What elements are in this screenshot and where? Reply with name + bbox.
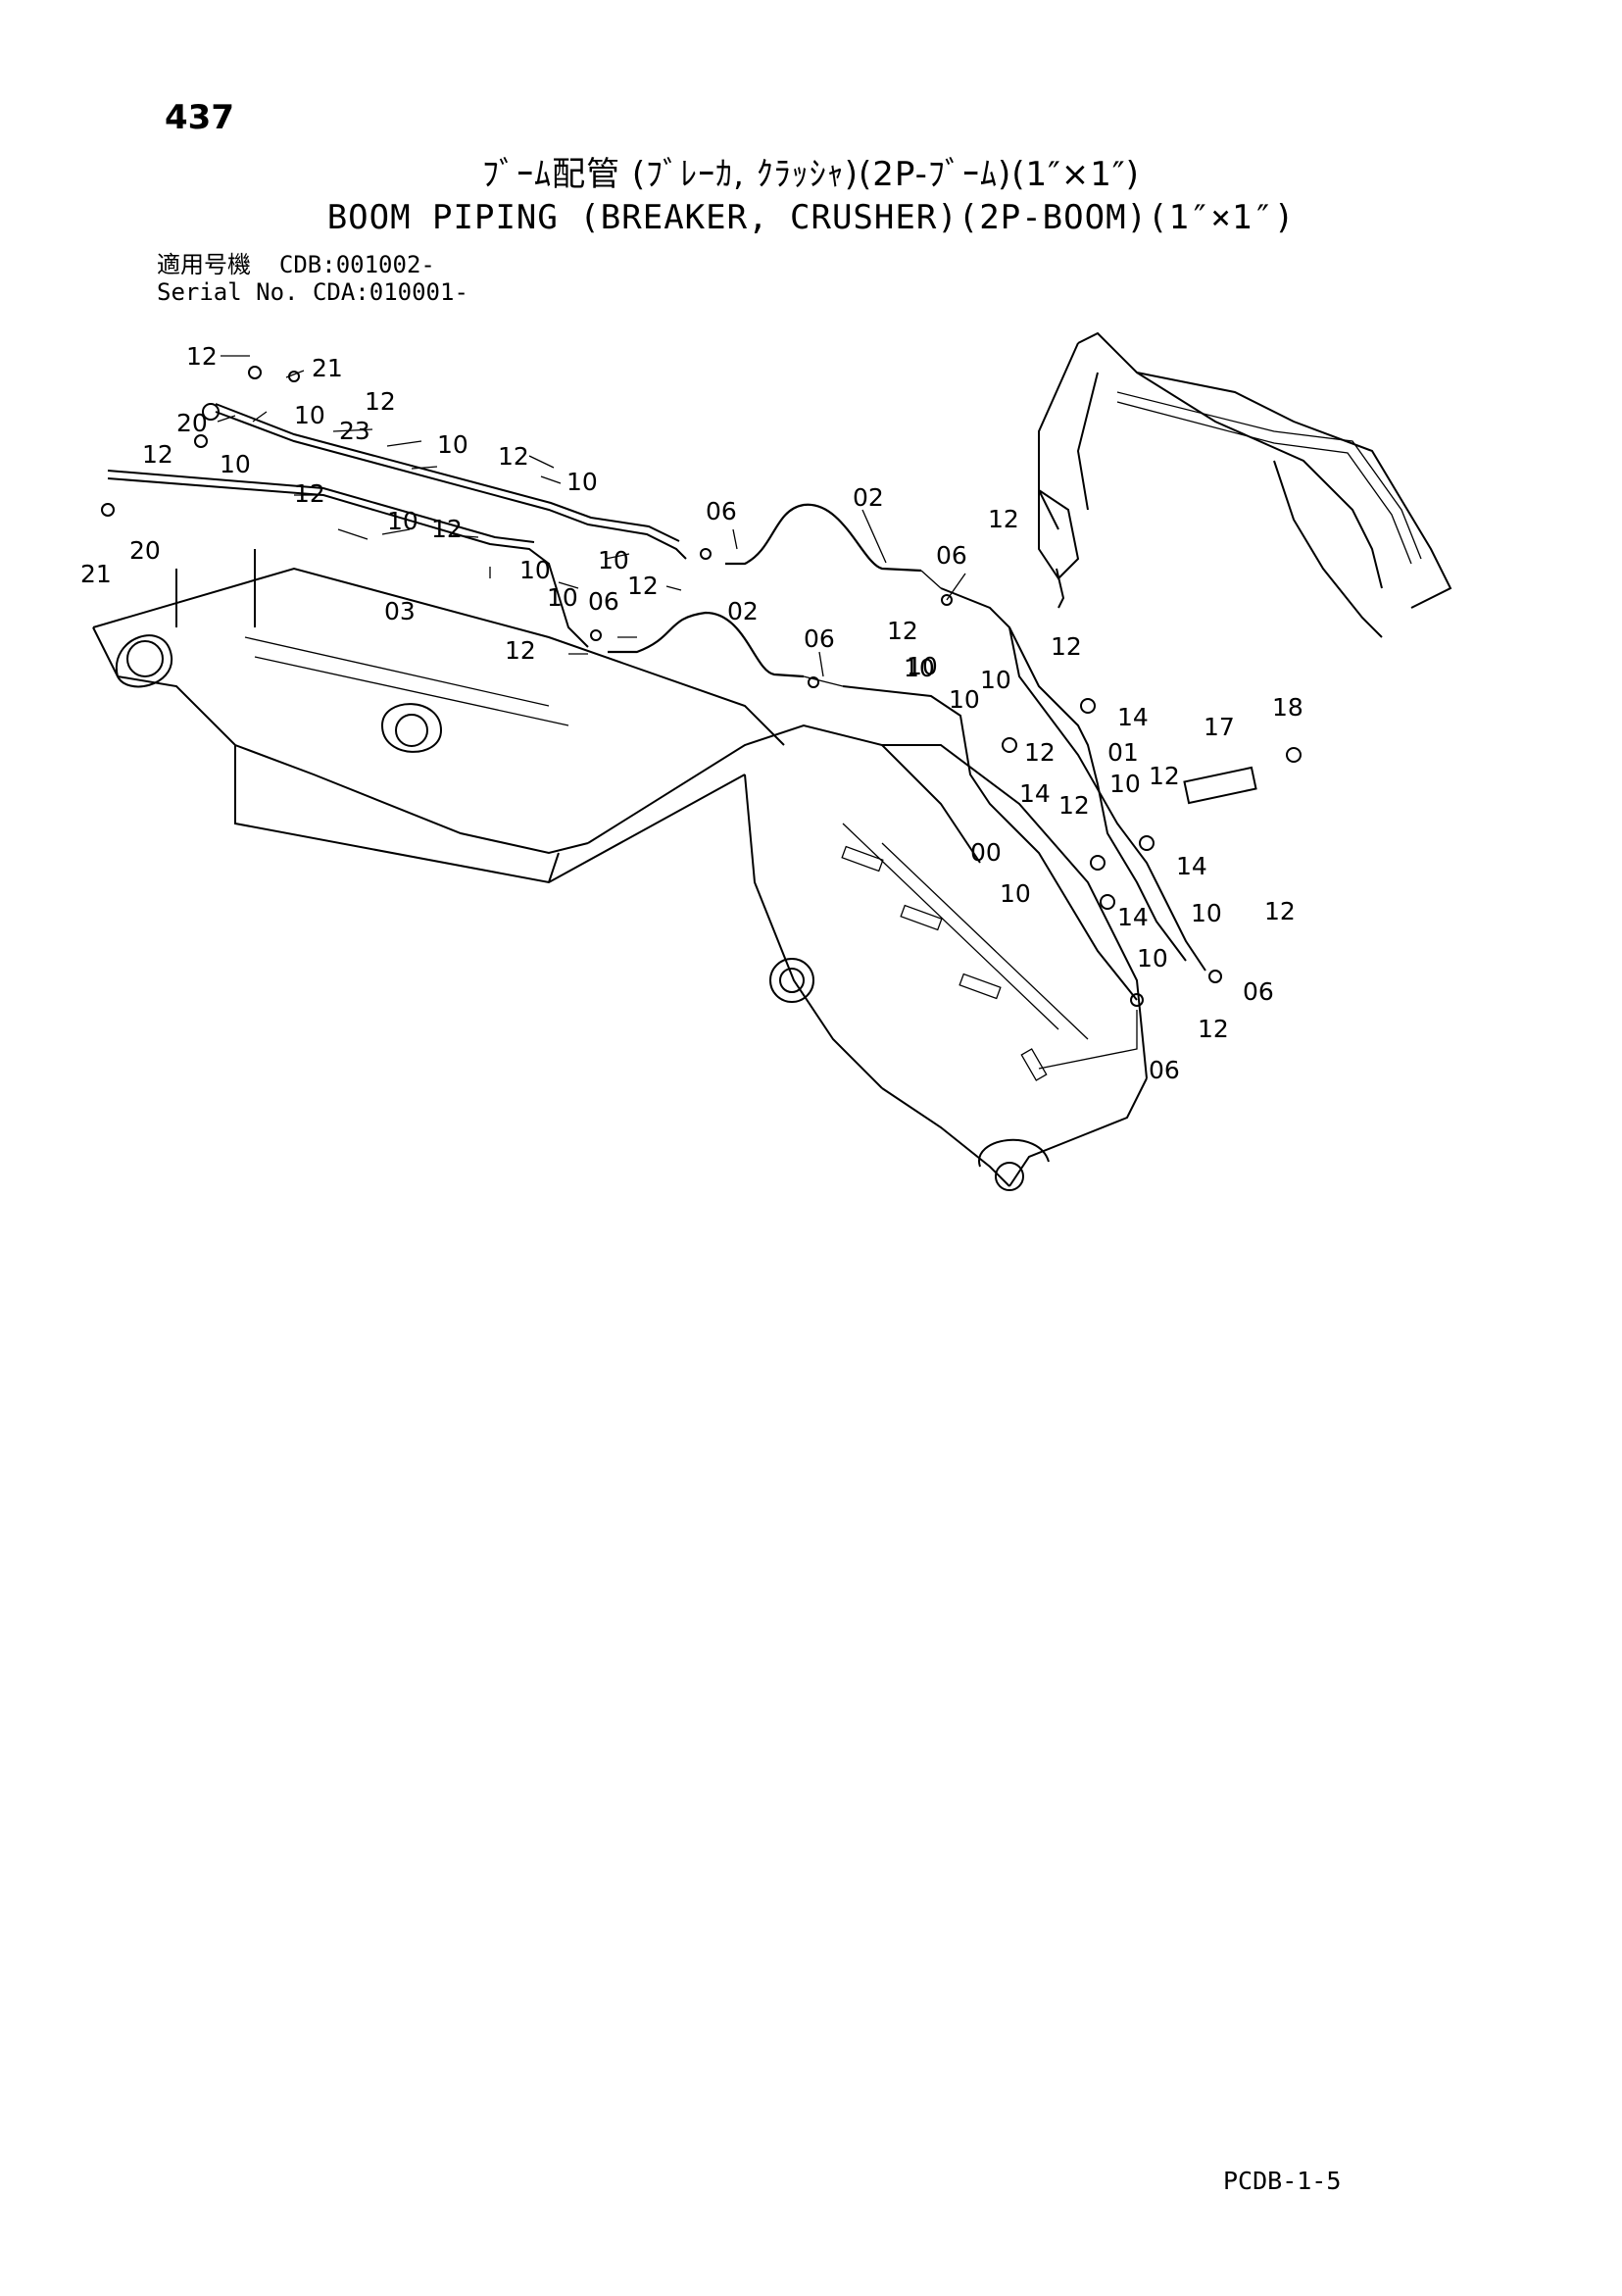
callout-10-b: 10 bbox=[437, 430, 468, 459]
callout-14-d: 14 bbox=[1117, 903, 1149, 931]
callout-12-c: 12 bbox=[142, 440, 173, 469]
callout-10-g: 10 bbox=[519, 556, 551, 584]
serial-row-english: Serial No. CDA:010001- bbox=[157, 278, 468, 306]
callout-12-i: 12 bbox=[887, 617, 918, 645]
callout-10-f: 10 bbox=[598, 546, 629, 574]
callout-23: 23 bbox=[339, 417, 370, 445]
callout-14-c: 14 bbox=[1176, 852, 1207, 880]
serial-number-block: 適用号機 CDB:001002- Serial No. CDA:010001- bbox=[157, 251, 468, 306]
callout-12-j: 12 bbox=[988, 505, 1019, 533]
page-title-english: BOOM PIPING (BREAKER, CRUSHER)(2P-BOOM)(… bbox=[326, 198, 1296, 237]
callout-10-o: 10 bbox=[1191, 899, 1222, 927]
callout-10-e: 10 bbox=[387, 507, 418, 535]
callout-12-d: 12 bbox=[498, 442, 529, 471]
page-number: 437 bbox=[165, 98, 234, 137]
callout-10-a: 10 bbox=[294, 401, 325, 429]
callout-21-b: 21 bbox=[80, 560, 112, 588]
callout-02-b: 02 bbox=[727, 597, 759, 625]
serial-value-cdb: CDB:001002- bbox=[278, 251, 435, 278]
callout-21-a: 21 bbox=[312, 354, 343, 382]
callout-14-b: 14 bbox=[1019, 779, 1051, 808]
callout-12-p: 12 bbox=[1198, 1015, 1229, 1043]
serial-row-japanese: 適用号機 CDB:001002- bbox=[157, 251, 468, 278]
callout-10-k: 10 bbox=[980, 666, 1011, 694]
excavator-arm-inset bbox=[1038, 331, 1452, 638]
callout-12-o: 12 bbox=[1264, 897, 1296, 925]
callout-leaders bbox=[217, 355, 966, 677]
callout-06-b: 06 bbox=[588, 587, 619, 616]
callout-12-n: 12 bbox=[1058, 791, 1090, 820]
callout-10-m: 10 bbox=[1109, 770, 1141, 798]
callout-10-l: 10 bbox=[949, 685, 980, 714]
callout-10-c: 10 bbox=[220, 450, 251, 478]
piping-lines bbox=[107, 403, 1257, 1070]
callout-20-a: 20 bbox=[176, 409, 208, 437]
callout-12-m: 12 bbox=[1149, 762, 1180, 790]
callout-12-h: 12 bbox=[505, 636, 536, 665]
callout-10-j: 10 bbox=[907, 652, 938, 680]
callout-12-a: 12 bbox=[186, 342, 218, 371]
callout-06-a: 06 bbox=[706, 497, 737, 525]
serial-label-japanese: 適用号機 bbox=[157, 251, 251, 278]
callout-20-b: 20 bbox=[129, 536, 161, 565]
callout-06-e: 06 bbox=[1243, 977, 1274, 1006]
callout-12-e: 12 bbox=[294, 479, 325, 508]
serial-value-cda: CDA:010001- bbox=[312, 278, 468, 306]
callout-18: 18 bbox=[1272, 693, 1303, 722]
callout-10-h: 10 bbox=[547, 583, 578, 612]
callout-10-i: 10 bbox=[904, 654, 935, 682]
callout-06-d: 06 bbox=[936, 541, 967, 570]
callout-01: 01 bbox=[1107, 738, 1139, 767]
callout-12-g: 12 bbox=[627, 572, 659, 600]
boom-structure bbox=[92, 549, 1148, 1191]
callout-17: 17 bbox=[1204, 713, 1235, 741]
callout-12-l: 12 bbox=[1024, 738, 1056, 767]
callout-10-n: 10 bbox=[1000, 879, 1031, 908]
page-code: PCDB-1-5 bbox=[1223, 2167, 1342, 2195]
callout-00: 00 bbox=[970, 838, 1002, 867]
callout-12-f: 12 bbox=[431, 515, 463, 543]
callout-06-c: 06 bbox=[804, 624, 835, 653]
callout-labels: 12 21 20 10 23 12 10 12 10 12 10 12 10 1… bbox=[80, 342, 1303, 1084]
callout-14-a: 14 bbox=[1117, 703, 1149, 731]
callout-12-b: 12 bbox=[365, 387, 396, 416]
callout-06-f: 06 bbox=[1149, 1056, 1180, 1084]
callout-02-a: 02 bbox=[853, 483, 884, 512]
callout-12-k: 12 bbox=[1051, 632, 1082, 661]
callout-10-d: 10 bbox=[566, 468, 598, 496]
page-title-japanese: ﾌﾞｰﾑ配管 (ﾌﾞﾚｰｶ, ｸﾗｯｼｬ)(2P-ﾌﾞｰﾑ)(1″×1″) bbox=[482, 155, 1140, 194]
fastener-symbols bbox=[101, 366, 1302, 1007]
callout-03: 03 bbox=[384, 597, 416, 625]
callout-10-p: 10 bbox=[1137, 944, 1168, 973]
serial-label-english: Serial No. bbox=[157, 278, 299, 306]
